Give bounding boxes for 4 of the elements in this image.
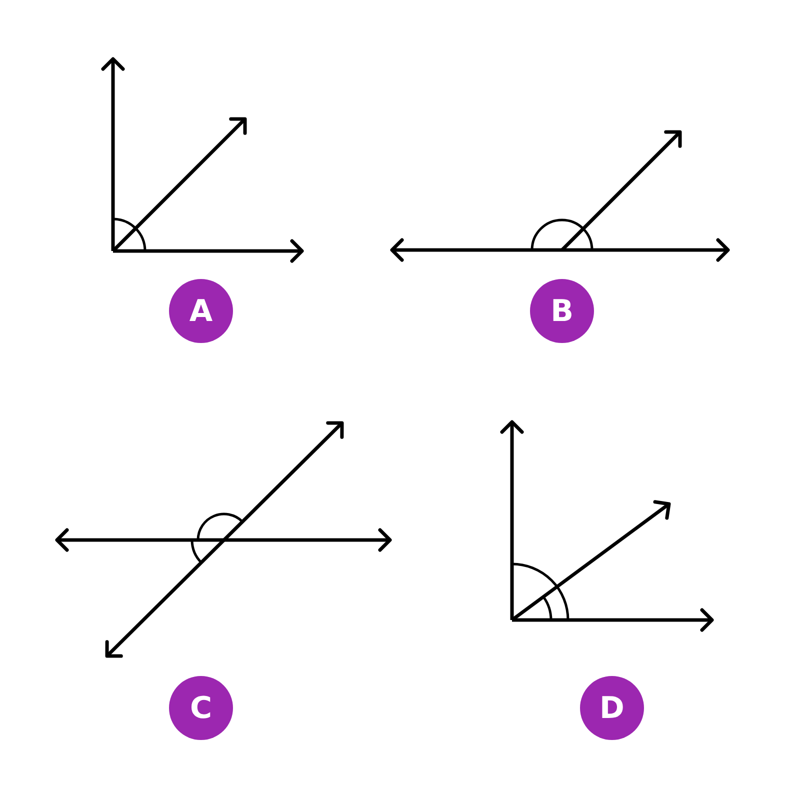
figure-letter: C: [190, 690, 212, 726]
figure-letter: D: [600, 690, 624, 726]
figure-letter: A: [189, 294, 213, 328]
figure-letter: B: [550, 294, 574, 328]
